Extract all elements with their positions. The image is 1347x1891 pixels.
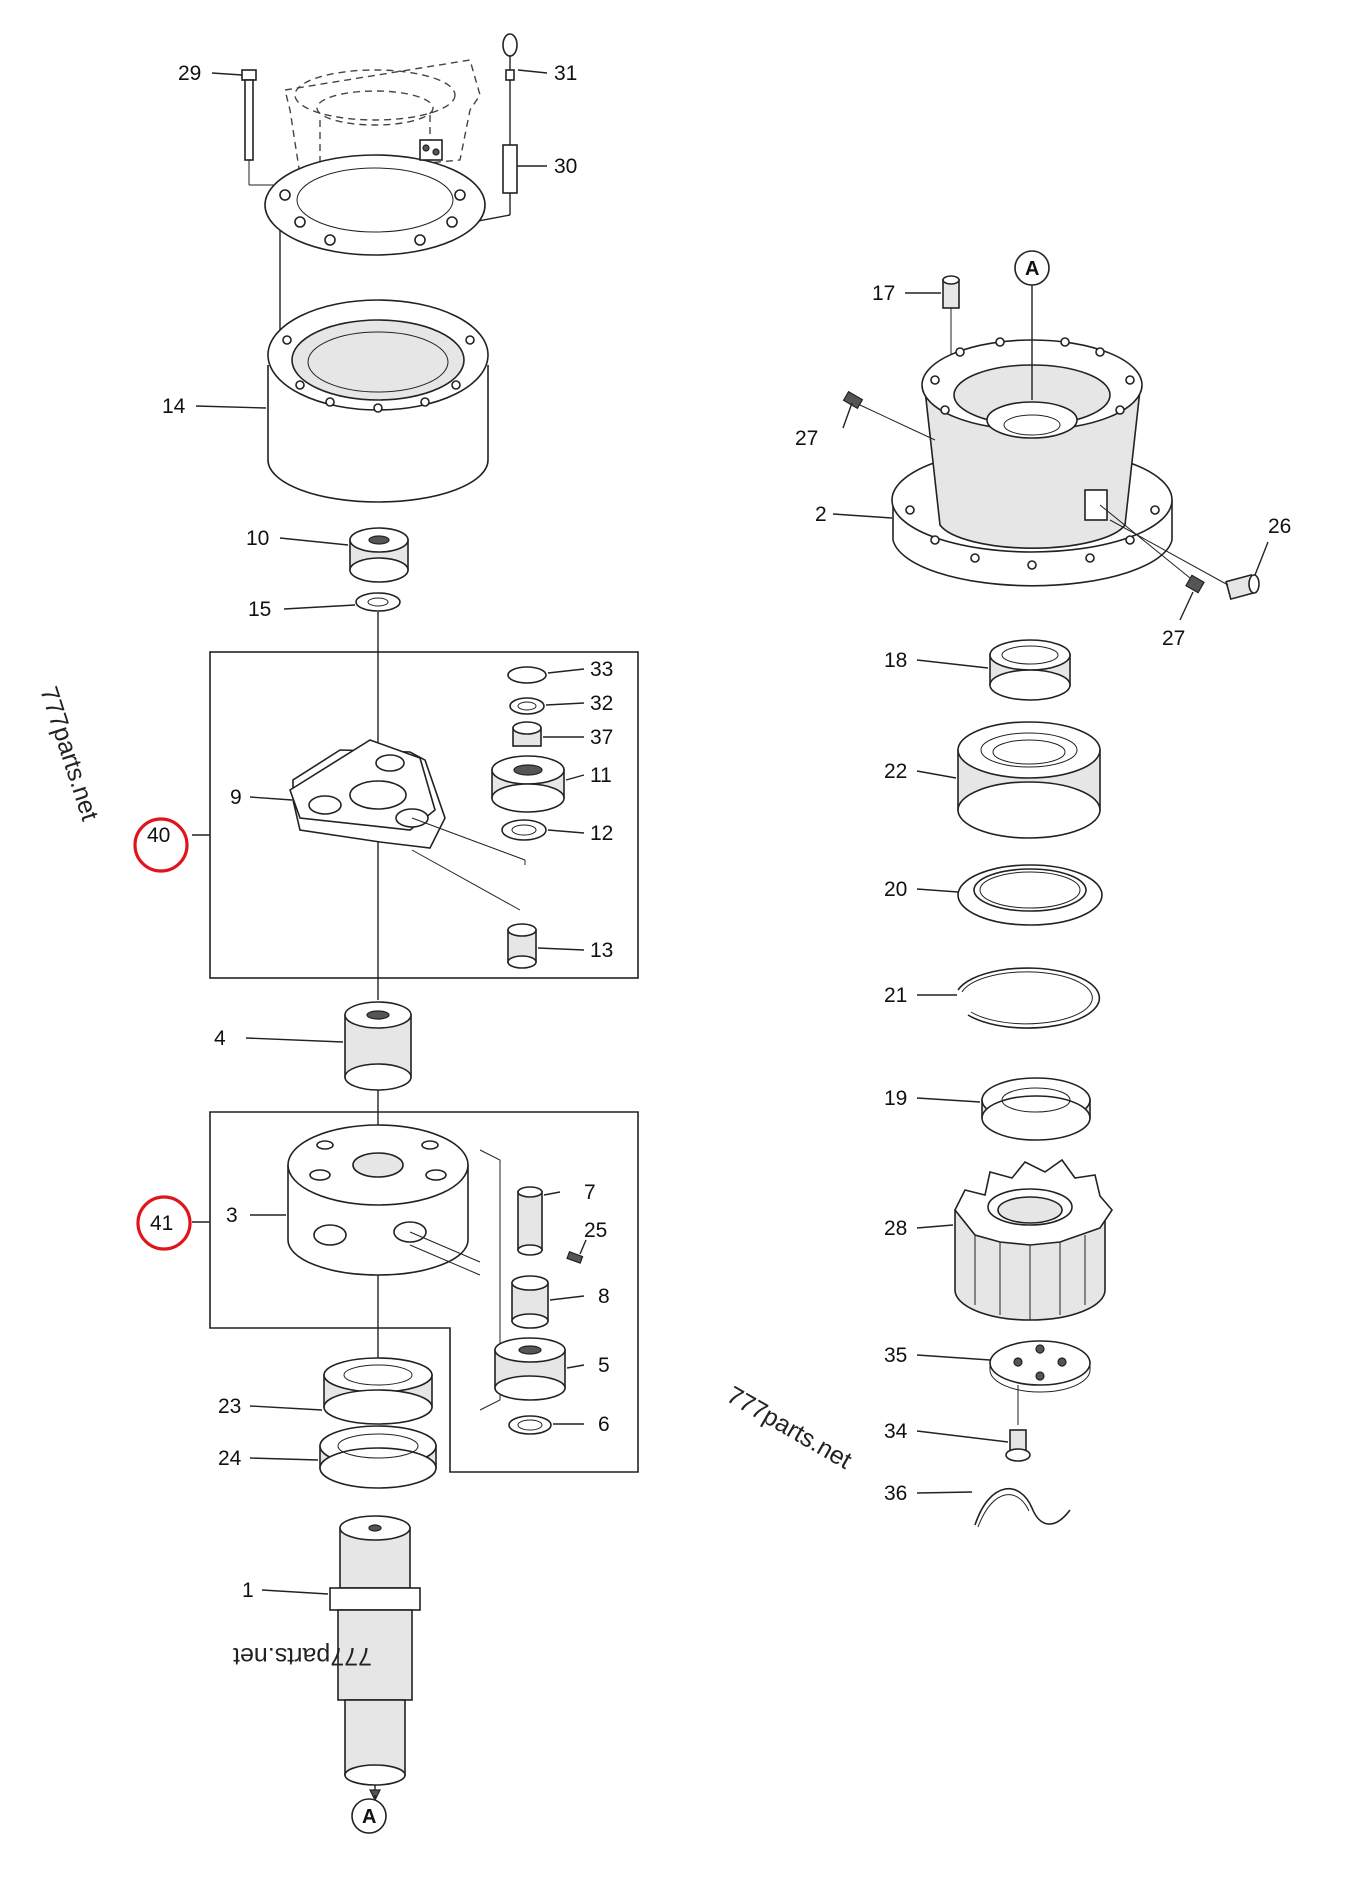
callout-22: 22 (884, 760, 907, 783)
callout-6: 6 (598, 1413, 610, 1436)
callout-11: 11 (590, 764, 612, 787)
callout-18: 18 (884, 649, 907, 672)
callout-labels: 29 31 30 14 10 15 33 32 37 11 9 12 13 4 … (162, 62, 1291, 1602)
callout-24: 24 (218, 1447, 242, 1470)
assembly-40-marker: 40 (133, 817, 189, 873)
part-9-carrier-plate (289, 739, 446, 849)
part-15-washer (355, 592, 401, 612)
callout-3: 3 (226, 1204, 238, 1227)
assembly-41-marker: 41 (136, 1195, 192, 1251)
callout-10: 10 (246, 527, 269, 550)
assembly-40-label: 40 (147, 824, 170, 847)
callout-4: 4 (214, 1027, 226, 1050)
callout-21: 21 (884, 984, 907, 1007)
callout-27b: 27 (1162, 627, 1185, 650)
callout-1: 1 (242, 1579, 254, 1602)
callout-14: 14 (162, 395, 186, 418)
part-22-bearing (957, 721, 1101, 839)
part-33-snap-ring (507, 666, 547, 684)
leader-lines (192, 69, 1269, 1595)
callout-2: 2 (815, 503, 827, 526)
part-7-pin (517, 1186, 543, 1256)
callout-8: 8 (598, 1285, 610, 1308)
callout-28: 28 (884, 1217, 907, 1240)
part-19-seal (981, 1077, 1091, 1141)
part-8-bushing (511, 1275, 549, 1329)
part-24-seal (319, 1425, 437, 1489)
part-1-output-shaft (329, 1515, 421, 1786)
callout-9: 9 (230, 786, 242, 809)
part-27-set-screw-b (1185, 574, 1205, 594)
part-3-carrier (287, 1124, 469, 1276)
part-29-bolt (241, 69, 290, 186)
callout-32: 32 (590, 692, 613, 715)
part-34-bolt (1005, 1429, 1031, 1462)
callout-37: 37 (590, 726, 613, 749)
part-27-set-screw-a (842, 390, 864, 410)
callout-36: 36 (884, 1482, 907, 1505)
part-26-plug (1225, 573, 1260, 601)
callout-17: 17 (872, 282, 895, 305)
part-21-retaining-ring (957, 967, 1101, 1029)
callout-12: 12 (590, 822, 613, 845)
callout-7: 7 (584, 1181, 596, 1204)
callout-23: 23 (218, 1395, 241, 1418)
callout-35: 35 (884, 1344, 907, 1367)
part-36-lock-plate (974, 1487, 1071, 1528)
watermark-bottom: 777parts.net (233, 1642, 372, 1670)
ref-marker-a-bottom: A (351, 1798, 387, 1834)
ref-marker-a-top: A (1014, 250, 1050, 286)
part-37-bearing (512, 721, 542, 747)
part-4-sun-gear (344, 1001, 412, 1091)
callout-30: 30 (554, 155, 577, 178)
part-20-seal (957, 864, 1103, 926)
part-6-thrust-washer (508, 1415, 552, 1435)
callout-34: 34 (884, 1420, 908, 1443)
assembly-41-label: 41 (150, 1212, 173, 1235)
part-11-planet-gear (491, 755, 565, 813)
part-10-gear (349, 527, 409, 583)
callout-31: 31 (554, 62, 577, 85)
part-31-dipstick (502, 33, 518, 145)
upper-flange (264, 139, 486, 256)
callout-13: 13 (590, 939, 613, 962)
ref-marker-a-top-label: A (1025, 258, 1039, 280)
assembly-40-box (209, 651, 639, 979)
part-23-bearing (323, 1357, 433, 1425)
callout-5: 5 (598, 1354, 610, 1377)
callout-29: 29 (178, 62, 201, 85)
callout-25: 25 (584, 1219, 607, 1242)
callout-33: 33 (590, 658, 613, 681)
callout-27a: 27 (795, 427, 818, 450)
part-32-washer (509, 697, 545, 715)
part-17-pin (942, 275, 960, 309)
part-5-planet-gear (494, 1337, 566, 1401)
part-35-plate (989, 1340, 1091, 1393)
callout-15: 15 (248, 598, 271, 621)
ref-marker-a-bottom-label: A (362, 1806, 376, 1828)
part-25-roll-pin (566, 1251, 584, 1264)
watermark-left: 777parts.net (34, 683, 104, 824)
part-13-pin (507, 923, 537, 969)
part-18-collar (989, 639, 1071, 701)
callout-19: 19 (884, 1087, 907, 1110)
callout-20: 20 (884, 878, 907, 901)
watermark-right: 777parts.net (722, 1381, 856, 1475)
part-12-thrust-washer (501, 819, 547, 841)
part-28-pinion (954, 1158, 1114, 1321)
assembly-41-box (209, 1111, 639, 1473)
callout-26: 26 (1268, 515, 1291, 538)
part-14-ring-gear (267, 299, 489, 503)
